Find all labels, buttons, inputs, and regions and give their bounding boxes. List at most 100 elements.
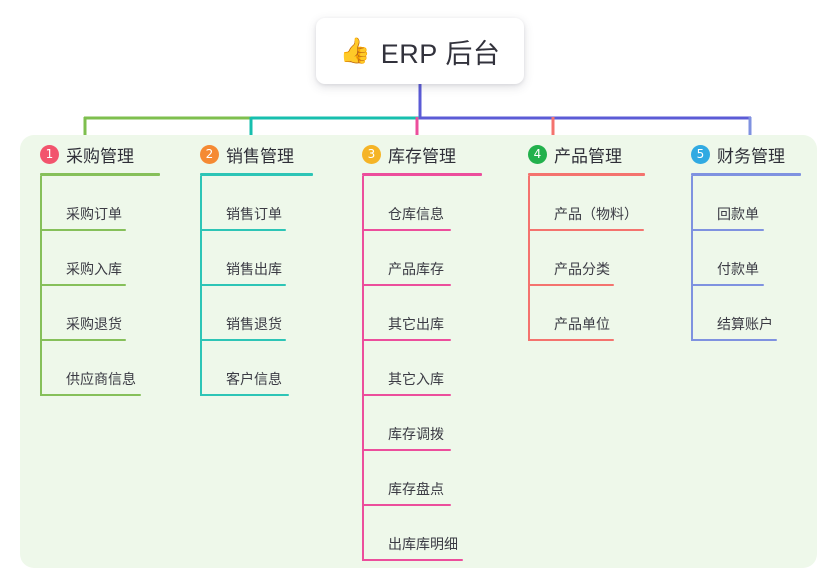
leaf-node-label: 产品库存 [388, 261, 444, 277]
column-spine-1 [40, 176, 42, 396]
column-rule-3 [362, 173, 482, 176]
column-title-1: 采购管理 [66, 146, 134, 166]
thumbs-up-icon: 👍 [339, 36, 371, 65]
leaf-node-label: 付款单 [717, 261, 759, 277]
column-title-2: 销售管理 [226, 146, 294, 166]
leaf-node-rule [201, 229, 286, 231]
column-items-1: 采购订单采购入库采购退货供应商信息 [40, 176, 180, 396]
leaf-node[interactable]: 产品分类 [529, 231, 671, 286]
leaf-node-label: 其它出库 [388, 316, 444, 332]
column-items-3: 仓库信息产品库存其它出库其它入库库存调拨库存盘点出库库明细 [362, 176, 508, 561]
column-header-1[interactable]: 1 采购管理 [20, 135, 180, 173]
leaf-node[interactable]: 产品单位 [529, 286, 671, 341]
leaf-node-rule [41, 229, 126, 231]
column-badge-2: 2 [200, 144, 219, 164]
leaf-node-label: 销售订单 [226, 206, 282, 222]
column-spine-3 [362, 176, 364, 561]
leaf-node-rule [41, 394, 141, 396]
leaf-node[interactable]: 采购订单 [41, 176, 180, 231]
leaf-node-rule [201, 339, 286, 341]
leaf-node[interactable]: 销售出库 [201, 231, 342, 286]
leaf-node-label: 出库库明细 [388, 536, 458, 552]
column-rule-4 [528, 173, 645, 176]
leaf-node-label: 产品单位 [554, 316, 610, 332]
column-3: 3 库存管理仓库信息产品库存其它出库其它入库库存调拨库存盘点出库库明细 [342, 135, 508, 568]
leaf-node-label: 采购入库 [66, 261, 122, 277]
leaf-node[interactable]: 采购退货 [41, 286, 180, 341]
leaf-node-label: 销售出库 [226, 261, 282, 277]
column-badge-1: 1 [40, 144, 59, 164]
leaf-node[interactable]: 库存调拨 [363, 396, 508, 451]
leaf-node-rule [201, 394, 289, 396]
leaf-node-rule [692, 229, 764, 231]
column-header-3[interactable]: 3 库存管理 [342, 135, 508, 173]
leaf-node[interactable]: 销售退货 [201, 286, 342, 341]
column-items-4: 产品（物料） 产品分类产品单位 [528, 176, 671, 341]
leaf-node-rule [201, 284, 286, 286]
leaf-node[interactable]: 其它入库 [363, 341, 508, 396]
column-badge-3: 3 [362, 144, 381, 164]
leaf-node[interactable]: 出库库明细 [363, 506, 508, 561]
leaf-node-rule [363, 284, 451, 286]
column-rule-2 [200, 173, 313, 176]
column-rule-5 [691, 173, 801, 176]
column-5: 5 财务管理回款单付款单结算账户 [671, 135, 817, 568]
leaf-node-label: 产品（物料） [554, 206, 638, 222]
leaf-node-rule [529, 229, 644, 231]
leaf-node-label: 结算账户 [717, 316, 773, 332]
leaf-node[interactable]: 结算账户 [692, 286, 817, 341]
leaf-node[interactable]: 付款单 [692, 231, 817, 286]
leaf-node[interactable]: 其它出库 [363, 286, 508, 341]
column-title-5: 财务管理 [717, 146, 785, 166]
leaf-node-rule [529, 339, 614, 341]
column-spine-5 [691, 176, 693, 341]
leaf-node-rule [41, 339, 126, 341]
leaf-node-label: 采购订单 [66, 206, 122, 222]
column-spine-2 [200, 176, 202, 396]
leaf-node-label: 其它入库 [388, 371, 444, 387]
column-2: 2 销售管理销售订单销售出库销售退货客户信息 [180, 135, 342, 568]
leaf-node-rule [363, 559, 463, 561]
column-badge-5: 5 [691, 144, 710, 164]
column-header-5[interactable]: 5 财务管理 [671, 135, 817, 173]
leaf-node-label: 库存调拨 [388, 426, 444, 442]
leaf-node[interactable]: 销售订单 [201, 176, 342, 231]
column-header-2[interactable]: 2 销售管理 [180, 135, 342, 173]
leaf-node-rule [363, 504, 451, 506]
leaf-node-rule [363, 394, 451, 396]
column-items-5: 回款单付款单结算账户 [691, 176, 817, 341]
leaf-node-label: 采购退货 [66, 316, 122, 332]
leaf-node[interactable]: 客户信息 [201, 341, 342, 396]
column-title-3: 库存管理 [388, 146, 456, 166]
leaf-node-rule [529, 284, 614, 286]
leaf-node-rule [692, 339, 777, 341]
column-header-4[interactable]: 4 产品管理 [508, 135, 671, 173]
leaf-node[interactable]: 回款单 [692, 176, 817, 231]
leaf-node[interactable]: 产品（物料） [529, 176, 671, 231]
leaf-node[interactable]: 库存盘点 [363, 451, 508, 506]
column-1: 1 采购管理采购订单采购入库采购退货供应商信息 [20, 135, 180, 568]
leaf-node[interactable]: 仓库信息 [363, 176, 508, 231]
column-badge-4: 4 [528, 144, 547, 164]
root-node-card[interactable]: 👍 ERP 后台 [316, 18, 524, 84]
column-items-2: 销售订单销售出库销售退货客户信息 [200, 176, 342, 396]
column-spine-4 [528, 176, 530, 341]
leaf-node-label: 库存盘点 [388, 481, 444, 497]
leaf-node[interactable]: 产品库存 [363, 231, 508, 286]
leaf-node-label: 客户信息 [226, 371, 282, 387]
leaf-node[interactable]: 采购入库 [41, 231, 180, 286]
leaf-node-rule [363, 229, 451, 231]
root-node-title: ERP 后台 [380, 38, 501, 69]
leaf-node-rule [363, 449, 451, 451]
leaf-node-label: 回款单 [717, 206, 759, 222]
leaf-node[interactable]: 供应商信息 [41, 341, 180, 396]
diagram-panel [20, 135, 817, 568]
leaf-node-label: 销售退货 [226, 316, 282, 332]
leaf-node-label: 仓库信息 [388, 206, 444, 222]
leaf-node-rule [41, 284, 126, 286]
column-rule-1 [40, 173, 160, 176]
leaf-node-label: 供应商信息 [66, 371, 136, 387]
leaf-node-rule [692, 284, 764, 286]
column-title-4: 产品管理 [554, 146, 622, 166]
leaf-node-label: 产品分类 [554, 261, 610, 277]
